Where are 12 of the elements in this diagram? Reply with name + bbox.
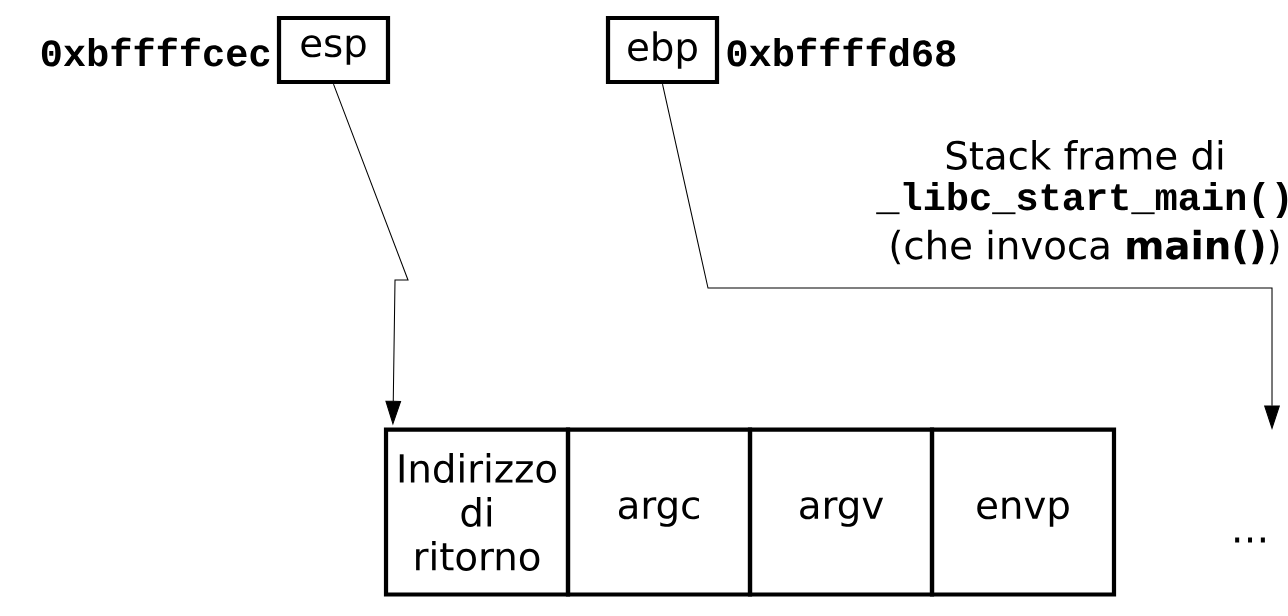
stack-cell: argv (747, 427, 935, 597)
annotation-text: (che invoca main()) (886, 228, 1284, 266)
stack-cell: envp (929, 427, 1117, 597)
stack-cell: argc (565, 427, 753, 597)
address-label: 0xbffffcec (41, 37, 270, 67)
annotation-text: Stack frame di (942, 138, 1228, 172)
register-box: ebp (605, 15, 720, 85)
annotation-text: _libc_start_main() (874, 180, 1288, 220)
register-box: esp (276, 15, 391, 85)
address-label: 0xbffffd68 (727, 37, 956, 67)
stack-cell: Indirizzo di ritorno (383, 427, 571, 597)
ellipsis: … (1228, 535, 1272, 545)
